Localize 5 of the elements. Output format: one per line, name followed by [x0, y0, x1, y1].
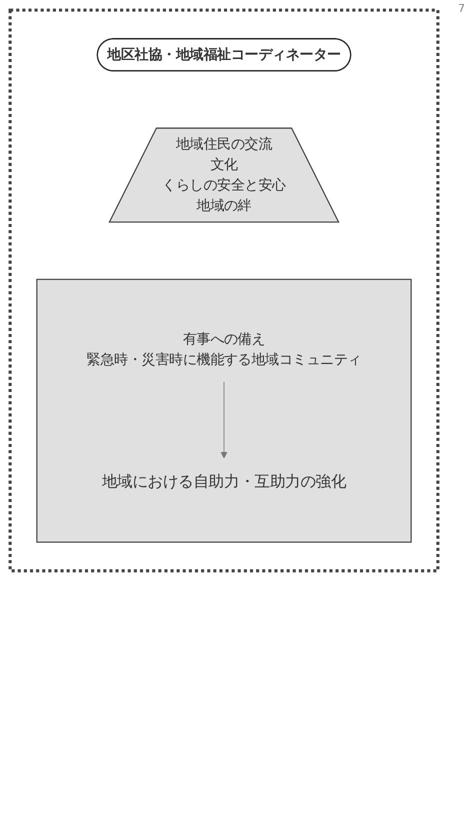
node-text: 地域における自助力・互助力の強化 — [102, 472, 346, 490]
page-number: 7 — [458, 2, 465, 15]
node-text: 有事への備え 緊急時・災害時に機能する地域コミュニティ — [86, 331, 362, 368]
arrow — [220, 381, 228, 458]
cluster — [36, 278, 412, 543]
